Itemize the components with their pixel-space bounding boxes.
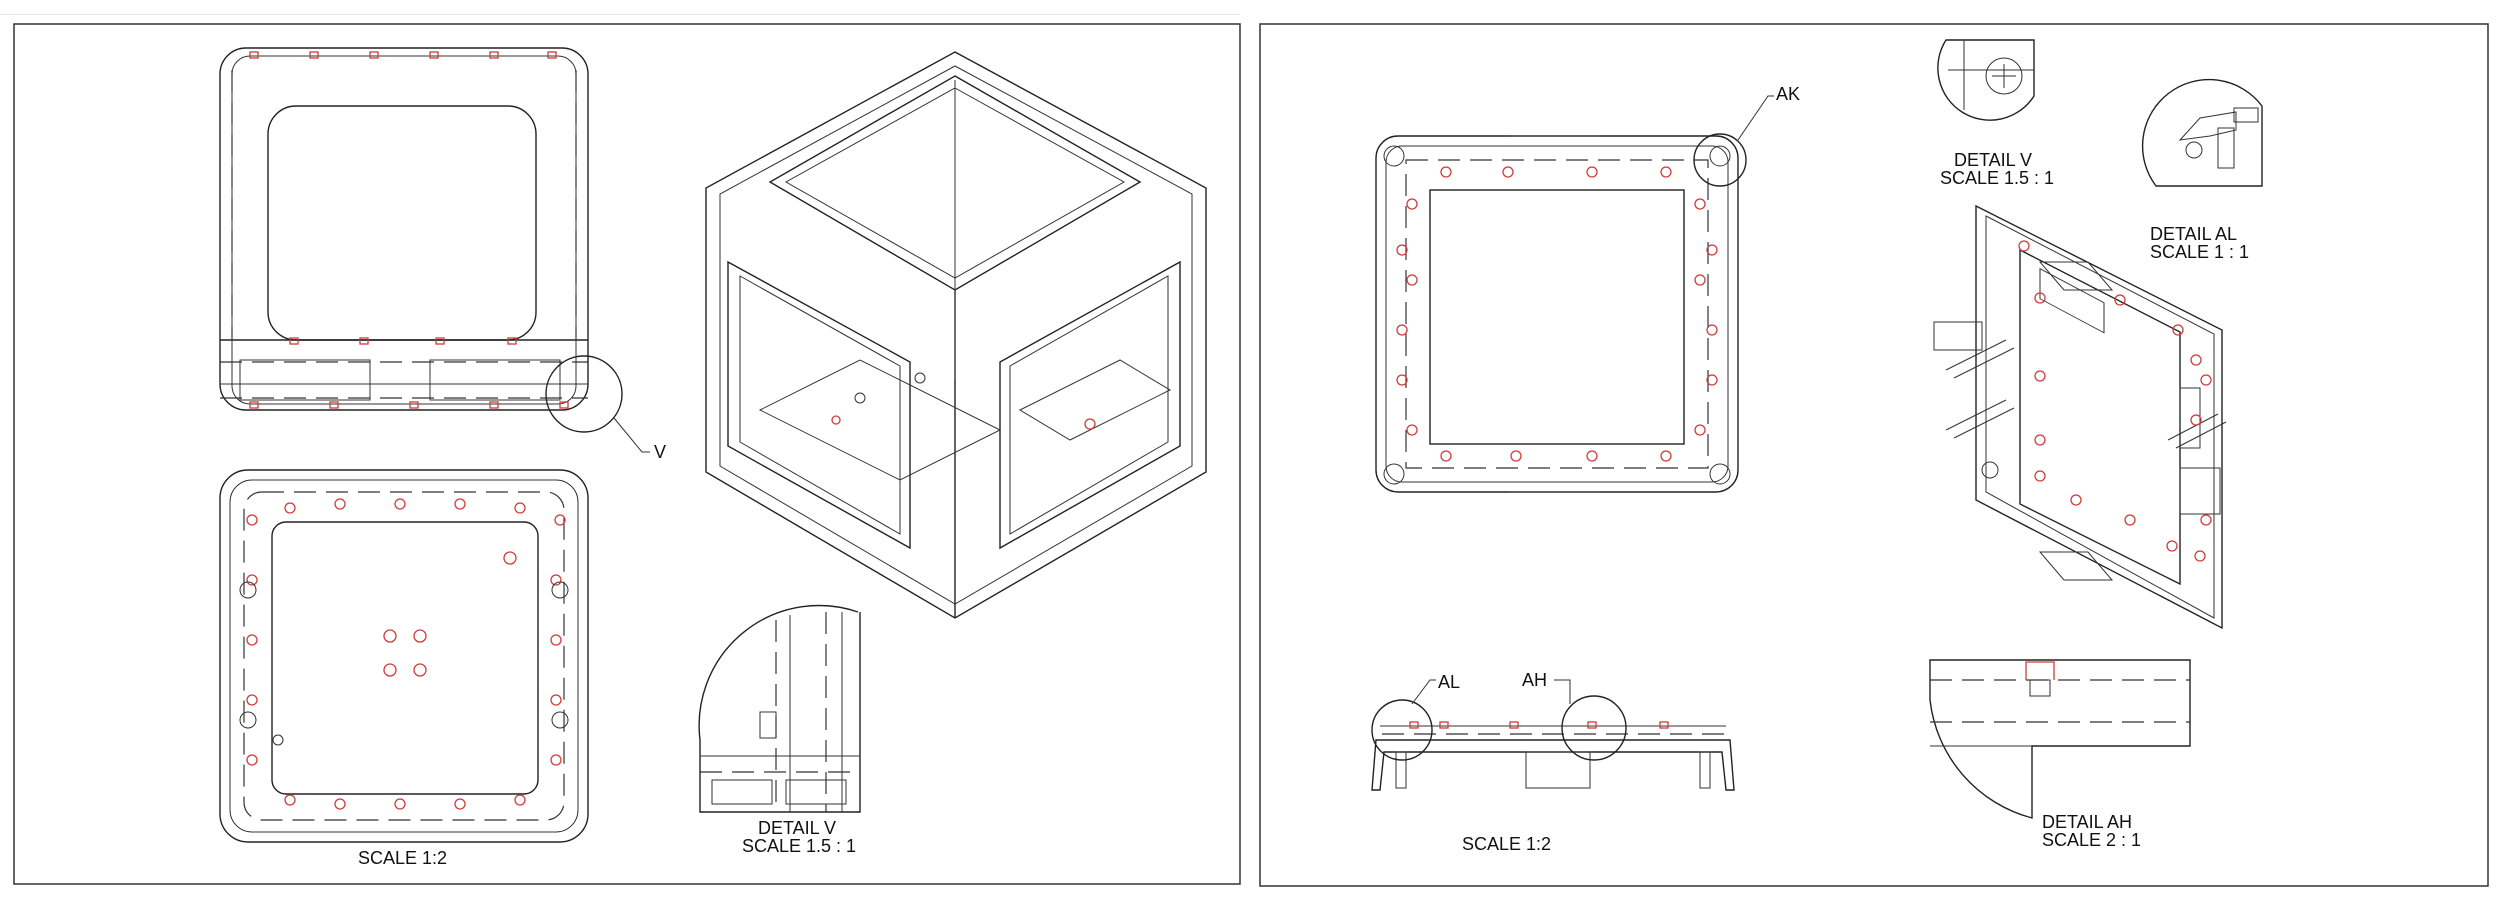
caption-detail-ah: DETAIL AH <box>2042 812 2132 832</box>
bottom-plate-plan <box>1375 135 1739 493</box>
isometric-cube <box>705 51 1207 619</box>
callout-ah: AH <box>1522 670 1547 690</box>
callout-ak: AK <box>1776 84 1800 104</box>
caption-detail-ah-scale: SCALE 2 : 1 <box>2042 830 2141 850</box>
detail-v-view-right <box>1937 39 2035 121</box>
detail-v-circle <box>545 355 623 433</box>
caption-scale-left: SCALE 1:2 <box>358 848 447 868</box>
left-sheet-frame <box>13 23 1241 885</box>
top-rule <box>0 14 1240 15</box>
caption-scale-right: SCALE 1:2 <box>1462 834 1551 854</box>
detail-ah-view <box>1929 659 2191 819</box>
detail-al-view <box>2141 78 2263 187</box>
bottom-plate-side <box>1371 721 1735 791</box>
detail-v-leader <box>613 417 650 453</box>
detail-ak-circle <box>1693 133 1747 187</box>
front-view-top <box>219 47 589 411</box>
plan-view <box>219 469 589 843</box>
caption-detail-v-right: DETAIL V <box>1954 150 2032 170</box>
detail-al-circle <box>1371 699 1433 761</box>
caption-detail-v-left-scale: SCALE 1.5 : 1 <box>742 836 856 856</box>
detail-ak-leader <box>1737 95 1774 141</box>
caption-detail-al: DETAIL AL <box>2150 224 2237 244</box>
right-sheet-frame <box>1259 23 2489 887</box>
callout-v: V <box>654 442 666 462</box>
callout-al: AL <box>1438 672 1460 692</box>
caption-detail-v-right-scale: SCALE 1.5 : 1 <box>1940 168 2054 188</box>
caption-detail-al-scale: SCALE 1 : 1 <box>2150 242 2249 262</box>
caption-detail-v-left: DETAIL V <box>758 818 836 838</box>
detail-ah-leader <box>1554 679 1571 704</box>
detail-al-leader <box>1411 679 1436 705</box>
isometric-plate <box>1933 204 2227 630</box>
detail-v-view-left <box>698 604 861 813</box>
detail-ah-circle <box>1561 695 1627 761</box>
